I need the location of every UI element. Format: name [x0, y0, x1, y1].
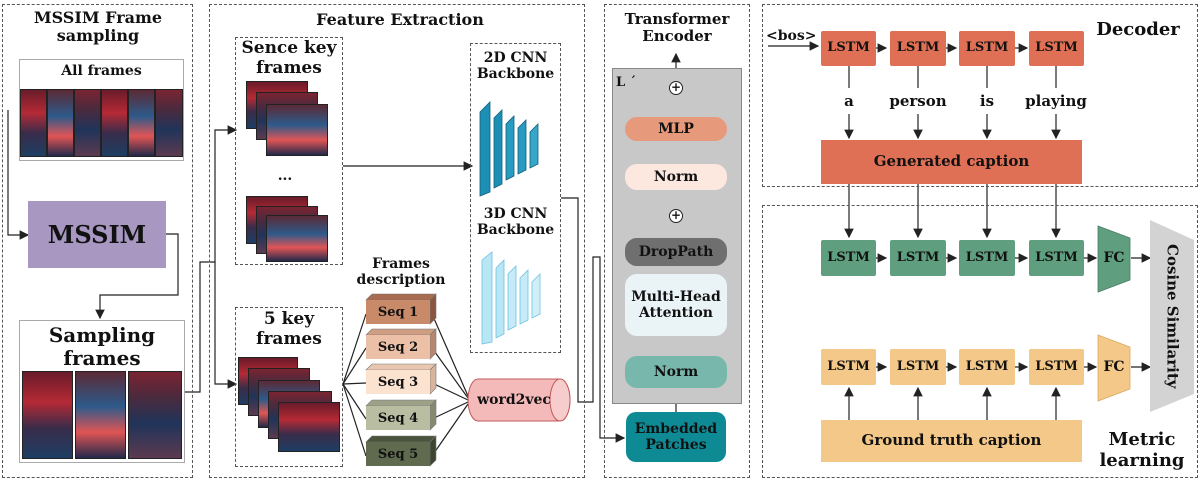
metric-lstm-yellow-1: LSTM [821, 349, 876, 385]
sampling-panel-title: MSSIM Frame sampling [33, 8, 163, 46]
fc-green-label: FC [1103, 249, 1125, 266]
mssim-box: MSSIM [28, 201, 166, 268]
thumbnail-3 [74, 89, 101, 157]
sampled-frame-2 [75, 371, 126, 459]
line-5key-seq4 [342, 383, 367, 420]
cosine-similarity-shape [1150, 220, 1194, 412]
five-key-frames-box [235, 307, 343, 467]
scene-frame-2c [266, 215, 328, 262]
sampled-frame-1 [22, 371, 73, 459]
thumbnail-5 [128, 89, 155, 157]
residual-add-bottom: + [669, 208, 683, 223]
thumbnail-4 [101, 89, 128, 157]
ground-truth-caption-box: Ground truth caption [821, 420, 1082, 462]
line-5key-seq2 [342, 347, 367, 385]
line-5key-seq1 [342, 313, 367, 385]
fc-green-trapezoid [1097, 225, 1131, 293]
scene-frames-ellipsis: ... [277, 168, 293, 184]
thumbnail-2 [47, 89, 74, 157]
feature-panel [209, 4, 585, 478]
encoder-panel [604, 4, 750, 478]
bos-token: <bos> [766, 28, 817, 44]
decoder-lstm-2: LSTM [890, 31, 946, 66]
metric-lstm-green-4: LSTM [1029, 240, 1084, 276]
metric-lstm-yellow-4: LSTM [1029, 349, 1084, 385]
residual-add-top: + [669, 80, 683, 95]
cnn-2d-label: 2D CNN Backbone [476, 50, 555, 83]
seq-2: Seq 2 [366, 335, 430, 359]
word-is: is [979, 92, 995, 110]
line-seq5-w2v [431, 403, 469, 457]
sampling-panel [2, 4, 193, 478]
word-playing: playing [1025, 92, 1087, 110]
droppath-box: DropPath [625, 238, 727, 266]
norm-bottom-box: Norm [625, 356, 727, 388]
cnn-2d-blocks [479, 101, 539, 197]
arrow-cnn-to-encoder [561, 197, 626, 443]
multi-head-attention-box: Multi-Head Attention [625, 274, 727, 336]
arrow-allframes-to-mssim [7, 110, 30, 240]
decoder-panel [762, 4, 1198, 187]
arrow-mssim-to-sampling [95, 233, 179, 320]
word2vec-cylinder [467, 378, 571, 422]
cnn-3d-blocks [481, 251, 541, 345]
encoder-layers-label: L ´ [616, 75, 637, 90]
scene-key-frames-box [235, 37, 343, 265]
decoder-panel-title: Decoder [1096, 19, 1180, 40]
seq-5: Seq 5 [366, 442, 430, 466]
word-person: person [889, 92, 947, 110]
line-5key-seq3 [342, 382, 367, 385]
encoder-panel-title: Transformer Encoder [624, 10, 730, 46]
cnn-backbone-box [470, 43, 561, 353]
cosine-similarity-label: Cosine Similarity [1163, 243, 1182, 389]
line-seq2-w2v [431, 347, 469, 399]
metric-lstm-green-2: LSTM [890, 240, 946, 276]
mlp-box: MLP [625, 117, 727, 141]
metric-panel [762, 205, 1198, 478]
arrow-sampling-to-feature [185, 125, 238, 393]
key-frame-5 [278, 402, 340, 452]
seq-4: Seq 4 [366, 406, 430, 430]
all-frames-label: All frames [61, 63, 142, 79]
decoder-lstm-1: LSTM [821, 31, 876, 66]
metric-lstm-yellow-3: LSTM [959, 349, 1015, 385]
seq-prisms [365, 293, 437, 467]
thumbnail-1 [20, 89, 47, 157]
word-a: a [844, 92, 854, 110]
metric-lstm-green-1: LSTM [821, 240, 876, 276]
line-seq3-w2v [431, 382, 469, 401]
seq-3: Seq 3 [366, 370, 430, 394]
thumbnail-6 [155, 89, 183, 157]
line-seq1-w2v [431, 313, 469, 397]
seq-1: Seq 1 [366, 300, 430, 324]
cnn-3d-label: 3D CNN Backbone [476, 206, 555, 239]
fc-yellow-trapezoid [1097, 334, 1131, 402]
decoder-lstm-4: LSTM [1029, 31, 1084, 66]
line-5key-seq5 [342, 383, 367, 457]
feature-panel-title: Feature Extraction [316, 10, 484, 29]
fc-yellow-label: FC [1103, 358, 1125, 375]
generated-caption-box: Generated caption [821, 140, 1082, 184]
line-seq4-w2v [431, 401, 469, 420]
norm-top-box: Norm [625, 164, 727, 190]
decoder-lstm-3: LSTM [959, 31, 1015, 66]
metric-lstm-green-3: LSTM [959, 240, 1015, 276]
scene-frame-1c [266, 104, 328, 156]
sampled-frame-3 [128, 371, 182, 459]
metric-lstm-yellow-2: LSTM [890, 349, 946, 385]
embedded-patches-box: Embedded Patches [626, 412, 726, 462]
metric-panel-title: Metric learning [1099, 429, 1185, 471]
arrow-sampling-to-5key [214, 262, 238, 389]
scene-key-frames-label: Sence key frames [241, 38, 337, 78]
sampling-frames-label: Sampling frames [48, 323, 156, 370]
frames-description-label: Frames description [356, 256, 446, 289]
five-key-frames-label: 5 key frames [256, 309, 322, 349]
word2vec-label: word2vec [477, 391, 551, 408]
